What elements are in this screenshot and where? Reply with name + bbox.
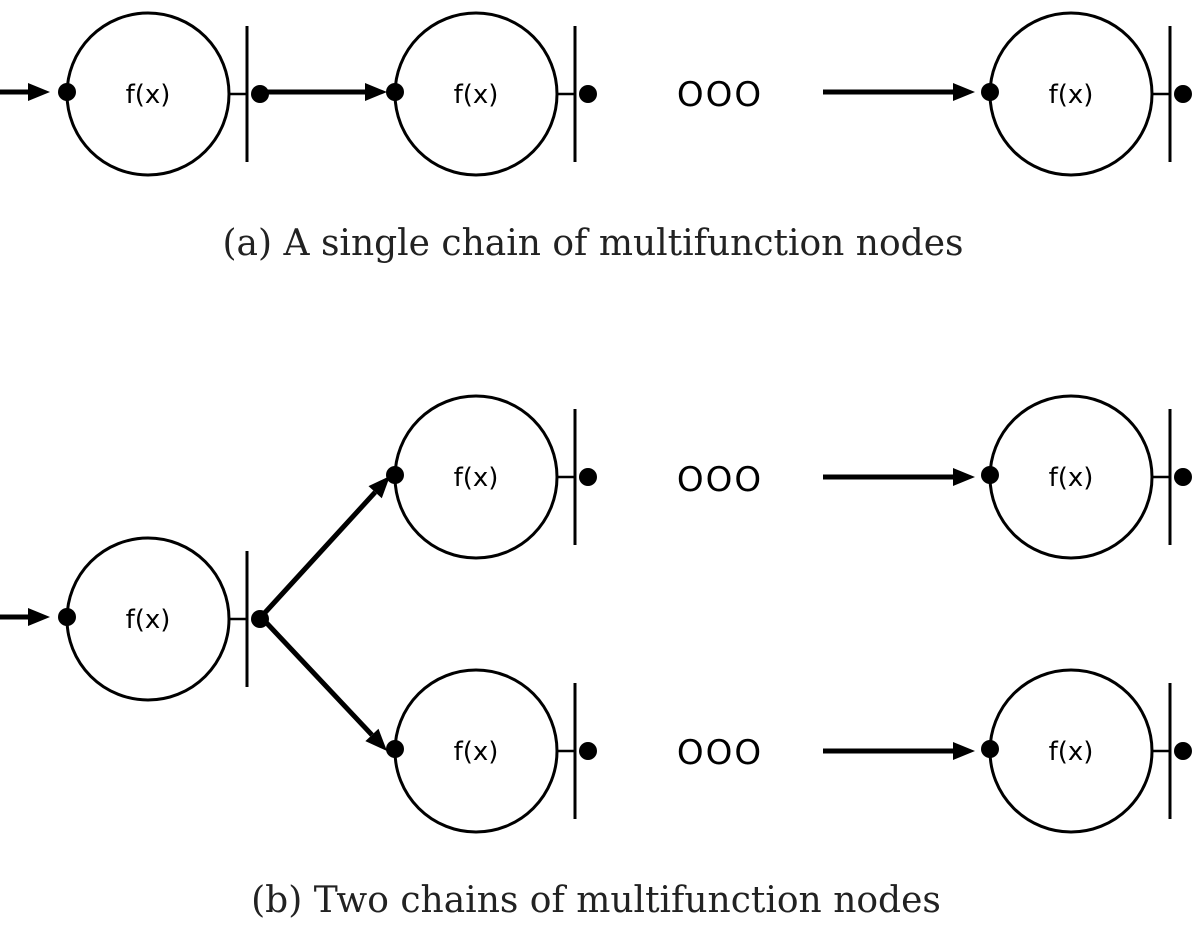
node-label: f(x) xyxy=(454,737,499,767)
function-node-b4: f(x) xyxy=(981,394,1192,560)
node-output-port xyxy=(579,85,597,103)
arrowhead xyxy=(368,476,390,499)
ellipsis-a: OOO xyxy=(677,75,763,115)
node-label: f(x) xyxy=(454,80,499,110)
arrow-b-top-to-last xyxy=(823,468,975,486)
node-output-port xyxy=(251,85,269,103)
ellipsis-b-top: OOO xyxy=(677,460,763,500)
arrowhead xyxy=(365,728,387,751)
node-output-port xyxy=(1174,468,1192,486)
node-output-port xyxy=(251,610,269,628)
ellipsis-b-bottom: OOO xyxy=(677,733,763,773)
node-label: f(x) xyxy=(1049,737,1094,767)
node-label: f(x) xyxy=(1049,463,1094,493)
node-output-port xyxy=(1174,85,1192,103)
arrow-b-bottom-to-last xyxy=(823,742,975,760)
function-node-b2: f(x) xyxy=(386,394,597,560)
arrowhead xyxy=(28,83,50,101)
arrow-a-input xyxy=(0,83,50,101)
arrow-a-to-last xyxy=(823,83,975,101)
arrowhead xyxy=(953,468,975,486)
node-label: f(x) xyxy=(1049,80,1094,110)
node-input-port xyxy=(981,83,999,101)
caption-two-chains: (b) Two chains of multifunction nodes xyxy=(251,880,941,921)
function-node-a1: f(x) xyxy=(58,11,269,177)
text-layer: (a) A single chain of multifunction node… xyxy=(223,75,964,921)
function-node-a2: f(x) xyxy=(386,11,597,177)
arrow-shaft xyxy=(259,615,374,737)
node-output-port xyxy=(579,742,597,760)
function-node-a3: f(x) xyxy=(981,11,1192,177)
node-input-port xyxy=(58,608,76,626)
node-label: f(x) xyxy=(126,80,171,110)
arrowhead xyxy=(28,608,50,626)
arrow-shaft xyxy=(259,490,377,619)
node-input-port xyxy=(981,740,999,758)
function-node-b5: f(x) xyxy=(981,668,1192,834)
arrow-a-1-2 xyxy=(261,83,387,101)
caption-single-chain: (a) A single chain of multifunction node… xyxy=(223,223,964,264)
nodes-layer: f(x) f(x) f(x) f(x) f(x) f(x) f(x) f(x) xyxy=(58,11,1192,834)
node-input-port xyxy=(981,466,999,484)
arrow-b-branch-bottom xyxy=(259,615,387,751)
node-label: f(x) xyxy=(126,605,171,635)
node-label: f(x) xyxy=(454,463,499,493)
node-input-port xyxy=(386,740,404,758)
arrow-b-input xyxy=(0,608,50,626)
node-output-port xyxy=(1174,742,1192,760)
function-node-b3: f(x) xyxy=(386,668,597,834)
node-input-port xyxy=(386,83,404,101)
node-input-port xyxy=(386,466,404,484)
arrowhead xyxy=(365,83,387,101)
arrow-b-branch-top xyxy=(259,476,390,619)
node-input-port xyxy=(58,83,76,101)
arrowhead xyxy=(953,83,975,101)
function-node-b1: f(x) xyxy=(58,536,269,702)
links-layer xyxy=(0,83,975,760)
node-output-port xyxy=(579,468,597,486)
arrowhead xyxy=(953,742,975,760)
